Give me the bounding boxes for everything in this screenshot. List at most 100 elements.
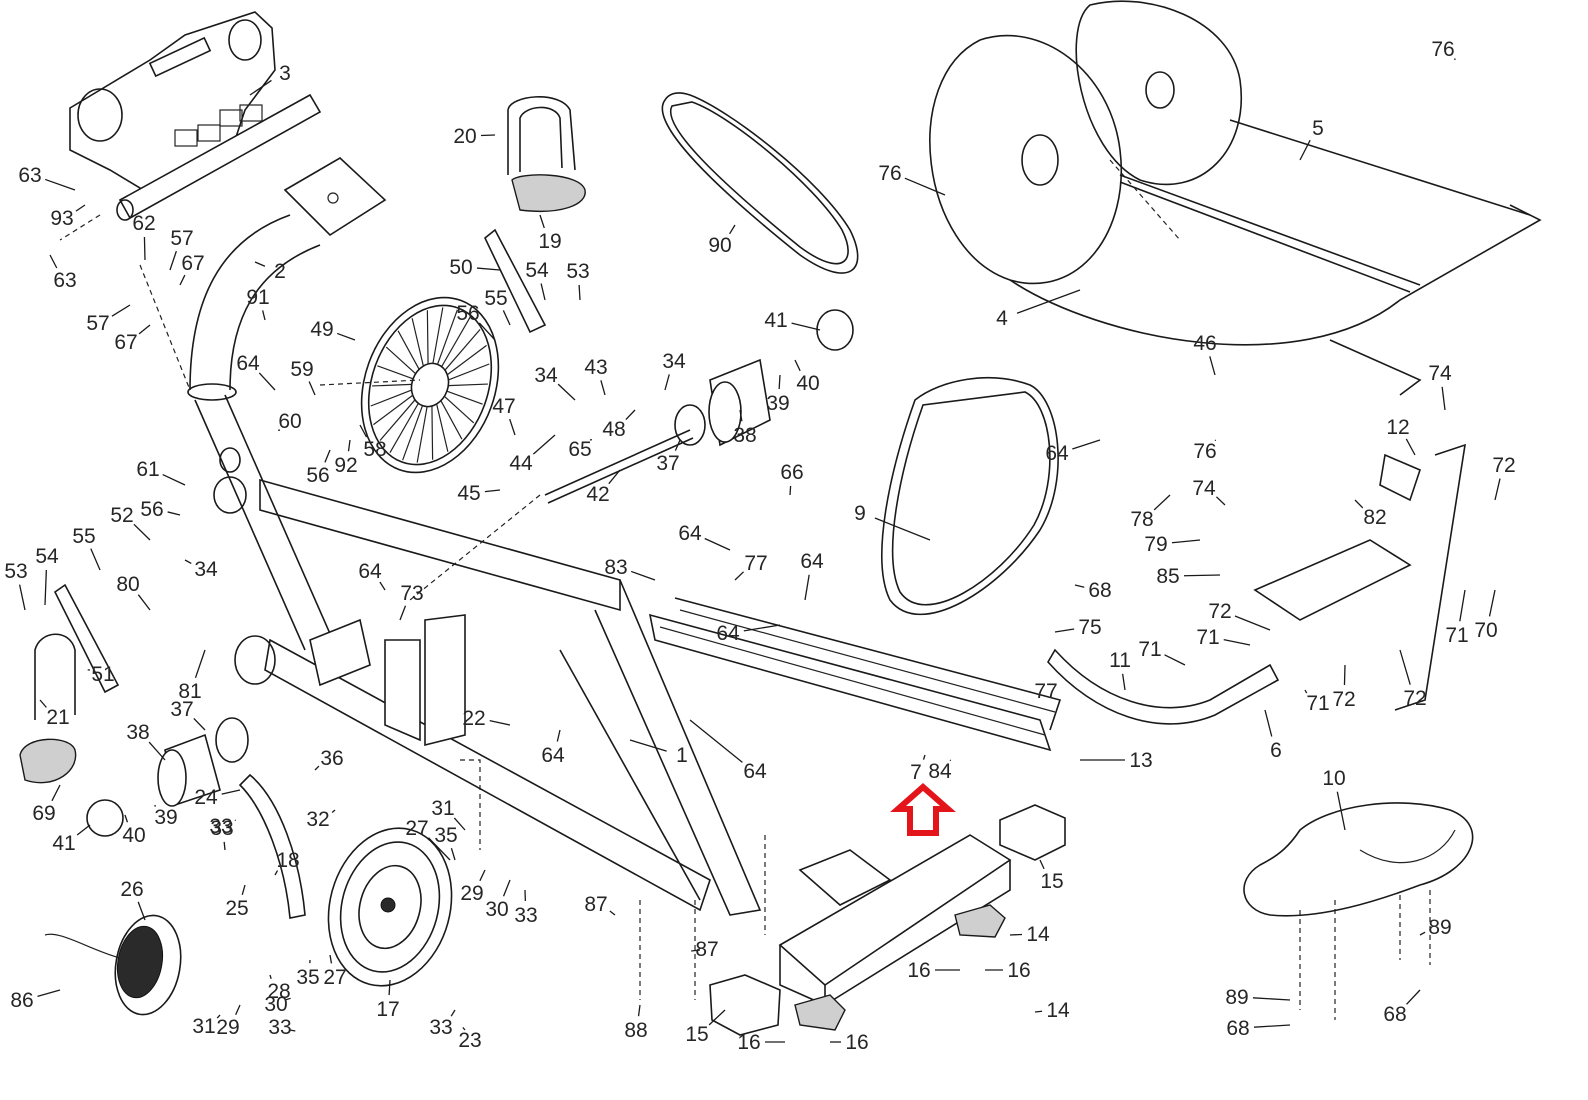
callout-part-76: 76	[1193, 439, 1217, 463]
callout-number: 13	[1129, 749, 1152, 772]
callout-number: 43	[584, 356, 607, 379]
leader-line	[143, 236, 146, 261]
callout-number: 80	[116, 573, 139, 596]
callout-part-64: 64	[800, 550, 824, 601]
leader-line	[502, 879, 511, 897]
callout-number: 56	[456, 302, 479, 325]
callout-part-64: 64	[716, 622, 781, 645]
callout-number: 59	[290, 358, 313, 381]
callout-number: 65	[568, 438, 591, 461]
leader-line	[137, 901, 146, 921]
callout-part-67: 67	[179, 252, 205, 286]
leader-line	[1171, 539, 1201, 544]
callout-part-13: 13	[1080, 749, 1153, 772]
leader-line	[904, 177, 946, 196]
seat-frame	[1047, 443, 1466, 725]
callout-number: 56	[306, 464, 329, 487]
leader-line	[480, 134, 496, 137]
callout-part-66: 66	[780, 461, 804, 496]
callout-part-74: 74	[1428, 362, 1452, 411]
callout-number: 33	[268, 1016, 291, 1039]
callout-number: 49	[310, 318, 333, 341]
callout-part-56: 56	[456, 302, 496, 341]
leader-line	[625, 409, 636, 421]
leader-line	[450, 847, 456, 861]
leader-line	[608, 469, 621, 485]
callout-part-77: 77	[1029, 680, 1058, 703]
pulley-spoke	[377, 365, 414, 380]
callout-part-68: 68	[1383, 989, 1421, 1026]
leader-line	[179, 274, 186, 286]
left-pedal	[19, 583, 120, 784]
pulley-spoke	[389, 403, 419, 453]
callout-number: 44	[509, 452, 533, 475]
callout-number: 7	[910, 761, 922, 784]
callout-number: 31	[192, 1015, 215, 1038]
leader-line	[1234, 615, 1271, 631]
callout-number: 26	[120, 878, 143, 901]
leader-line	[664, 374, 670, 391]
callout-number: 72	[1208, 600, 1231, 623]
callout-part-56: 56	[306, 449, 331, 487]
leader-line	[874, 517, 931, 541]
callout-part-89: 89	[1419, 916, 1452, 939]
callout-part-31: 31	[431, 797, 466, 831]
callout-number: 81	[178, 680, 201, 703]
callout-part-6: 6	[1264, 709, 1282, 762]
callout-number: 67	[181, 252, 204, 275]
callout-part-47: 47	[492, 395, 516, 436]
leader-line	[359, 424, 368, 438]
pulley-spoke	[385, 346, 417, 375]
callout-part-15: 15	[685, 1009, 726, 1046]
callout-number: 68	[1383, 1003, 1406, 1026]
callout-number: 90	[708, 234, 731, 257]
leader-line	[708, 1009, 726, 1026]
leader-line	[794, 359, 801, 372]
leader-line	[1009, 933, 1023, 936]
leader-line	[254, 261, 266, 267]
callout-part-28: 28	[267, 974, 291, 1003]
callout-part-40: 40	[122, 814, 146, 847]
leader-line	[1054, 628, 1075, 633]
leader-line	[1488, 589, 1496, 617]
leader-line	[90, 548, 101, 571]
leader-line	[1354, 499, 1364, 509]
callout-part-9: 9	[854, 502, 931, 541]
leader-line	[729, 224, 736, 235]
callout-number: 57	[86, 312, 109, 335]
callout-number: 33	[209, 815, 232, 838]
console-assembly	[69, 11, 322, 221]
leader-line	[1034, 1010, 1043, 1013]
callout-number: 71	[1306, 692, 1329, 715]
callout-number: 41	[52, 832, 75, 855]
callout-number: 35	[296, 966, 319, 989]
leader-line	[557, 383, 576, 401]
callout-number: 74	[1428, 362, 1452, 385]
pulley-spoke	[448, 363, 490, 381]
callout-part-33: 33	[209, 815, 237, 838]
roller-upper	[544, 309, 854, 504]
leader-line	[76, 824, 91, 836]
callout-part-4: 4	[996, 289, 1081, 330]
callout-part-24: 24	[194, 786, 241, 809]
callout-number: 27	[405, 817, 428, 840]
callout-number: 28	[267, 980, 290, 1003]
callout-part-72: 72	[1492, 454, 1516, 501]
leader-line	[502, 310, 511, 326]
callout-part-51: 51	[87, 663, 115, 686]
callout-number: 10	[1322, 767, 1345, 790]
callout-number: 39	[766, 392, 789, 415]
callout-part-53: 53	[566, 260, 590, 301]
callout-part-64: 64	[541, 729, 565, 767]
callout-number: 12	[1386, 416, 1409, 439]
callout-number: 76	[1431, 38, 1454, 61]
callout-part-16: 16	[907, 959, 960, 982]
leader-line	[329, 954, 333, 964]
leader-line	[804, 574, 810, 601]
callout-part-14: 14	[1034, 999, 1070, 1022]
callout-part-33: 33	[514, 889, 538, 927]
callout-part-31: 31	[192, 1014, 221, 1038]
leader-line	[235, 1004, 241, 1015]
callout-number: 70	[1474, 619, 1497, 642]
